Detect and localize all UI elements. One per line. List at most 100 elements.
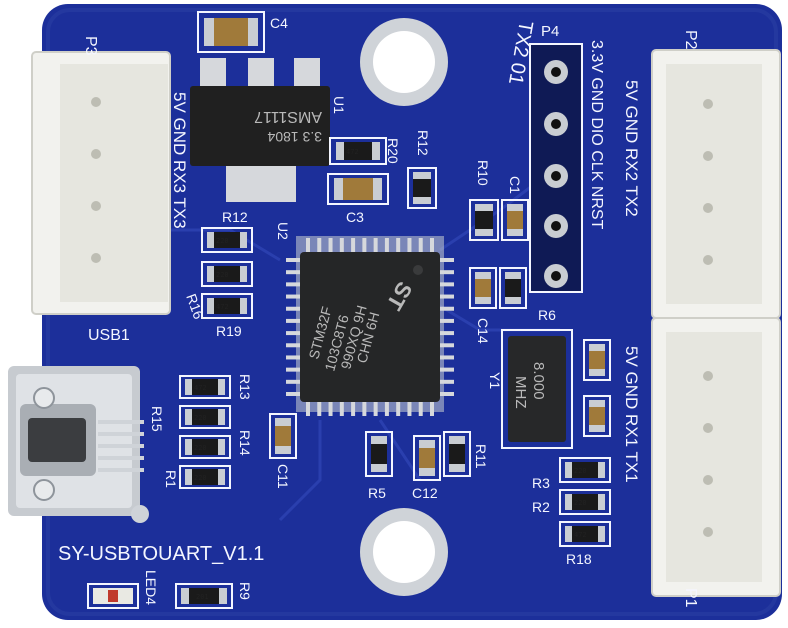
mcu-pin xyxy=(384,402,389,416)
label-r13: R13 xyxy=(237,374,253,400)
mcu-pin xyxy=(328,238,333,252)
mcu-pin xyxy=(286,392,300,396)
mcu-pin xyxy=(396,238,401,252)
resistor-r3: 220 xyxy=(559,457,611,483)
svg-text:472: 472 xyxy=(574,531,587,539)
mcu-pin xyxy=(286,258,300,262)
svg-text:220: 220 xyxy=(194,444,207,452)
mcu-pin xyxy=(286,343,300,348)
p2-ref: P2 xyxy=(682,30,699,50)
mcu-pin xyxy=(440,294,454,299)
capacitor-c-right-a xyxy=(583,339,611,381)
mcu-pin xyxy=(440,392,454,396)
label-led4: LED4 xyxy=(143,570,159,605)
connector-p3[interactable] xyxy=(31,51,171,315)
mcu-pin xyxy=(440,355,454,360)
led4 xyxy=(87,583,139,609)
mcu-pin xyxy=(286,355,300,360)
mcu-pin xyxy=(317,238,322,252)
mcu-pin xyxy=(430,238,434,252)
mcu-pin xyxy=(440,367,454,372)
capacitor-c11 xyxy=(269,413,297,459)
p2-pin-labels: 5V GND RX2 TX2 xyxy=(622,80,641,217)
mcu-pin xyxy=(440,379,454,384)
capacitor-c3 xyxy=(327,173,389,205)
mcu-pin xyxy=(328,402,333,416)
resistor-r11 xyxy=(443,431,471,477)
svg-text:220: 220 xyxy=(574,467,587,475)
mcu-pin xyxy=(440,282,454,287)
label-c12: C12 xyxy=(412,485,438,501)
mcu-pin xyxy=(407,402,412,416)
label-r2: R2 xyxy=(532,499,550,515)
label-r19: R19 xyxy=(216,323,242,339)
mcu-pin xyxy=(440,306,454,311)
mcu-pin xyxy=(286,282,300,287)
mcu-pin xyxy=(286,331,300,336)
mcu-pin xyxy=(362,238,367,252)
mcu-pin xyxy=(407,238,412,252)
svg-text:472: 472 xyxy=(216,303,229,311)
capacitor-c12 xyxy=(413,435,441,481)
mcu-pin xyxy=(373,402,378,416)
mcu-pin xyxy=(317,402,322,416)
mcu-pin xyxy=(286,294,300,299)
mcu-stm32 xyxy=(296,236,444,412)
regulator-sub: 3.3 1804 xyxy=(267,129,322,145)
mcu-pin xyxy=(339,238,344,252)
mcu-pin xyxy=(430,402,434,416)
crystal-line2: MHZ xyxy=(512,376,529,409)
mcu-pin xyxy=(440,270,454,275)
svg-text:472: 472 xyxy=(346,148,359,156)
mcu-pin xyxy=(440,258,454,262)
label-r20: R20 xyxy=(385,138,401,164)
label-r10: R10 xyxy=(475,160,491,186)
usb-micro-connector[interactable] xyxy=(8,366,149,523)
mcu-pin xyxy=(306,402,310,416)
mcu-pin xyxy=(286,367,300,372)
mcu-pin xyxy=(440,331,454,336)
resistor-r12 xyxy=(407,167,437,209)
label-r5: R5 xyxy=(368,485,386,501)
resistor-r18: 472 xyxy=(559,521,611,547)
regulator-part: AMS1117 xyxy=(254,108,322,125)
connector-p1[interactable] xyxy=(651,317,781,597)
mcu-pin xyxy=(440,343,454,348)
mounting-hole-top xyxy=(360,18,448,106)
mcu-pin xyxy=(440,318,454,323)
header-p4[interactable] xyxy=(529,43,583,293)
mcu-pin xyxy=(373,238,378,252)
resistor-left-b: 220 xyxy=(201,261,253,287)
label-r3: R3 xyxy=(532,475,550,491)
mcu-pin xyxy=(362,402,367,416)
resistor-r2: 220 xyxy=(559,489,611,515)
resistor-r20: 472 xyxy=(329,137,387,165)
mcu-pin xyxy=(286,270,300,275)
p4-pin-labels: 3.3V GND DIO CLK NRST xyxy=(588,40,605,230)
label-r12-left: R12 xyxy=(222,209,248,225)
connector-p2[interactable] xyxy=(651,49,781,319)
mcu-pin xyxy=(339,402,344,416)
p1-ref: P1 xyxy=(682,588,699,608)
resistor-left-a: 220 xyxy=(201,227,253,253)
p1-pin-labels: 5V GND RX1 TX1 xyxy=(622,346,641,483)
resistor-r5 xyxy=(365,431,393,477)
resistor-r14: 220 xyxy=(179,435,231,459)
label-u1: U1 xyxy=(331,96,347,114)
label-r9: R9 xyxy=(237,582,253,600)
svg-text:220: 220 xyxy=(216,237,229,245)
mcu-pin xyxy=(306,238,310,252)
label-c3: C3 xyxy=(346,209,364,225)
mcu-pin xyxy=(418,238,423,252)
capacitor-c-right-b xyxy=(583,395,611,437)
label-r18: R18 xyxy=(566,551,592,567)
label-c11: C11 xyxy=(275,464,291,489)
svg-text:220: 220 xyxy=(194,474,207,482)
mounting-hole-bottom xyxy=(360,508,448,596)
capacitor-c1 xyxy=(501,199,529,241)
p3-pin-labels: 5V GND RX3 TX3 xyxy=(170,92,189,229)
label-r15: R15 xyxy=(149,406,165,432)
svg-text:220: 220 xyxy=(216,271,229,279)
crystal-line1: 8.000 xyxy=(530,362,547,400)
svg-text:472: 472 xyxy=(194,384,207,392)
